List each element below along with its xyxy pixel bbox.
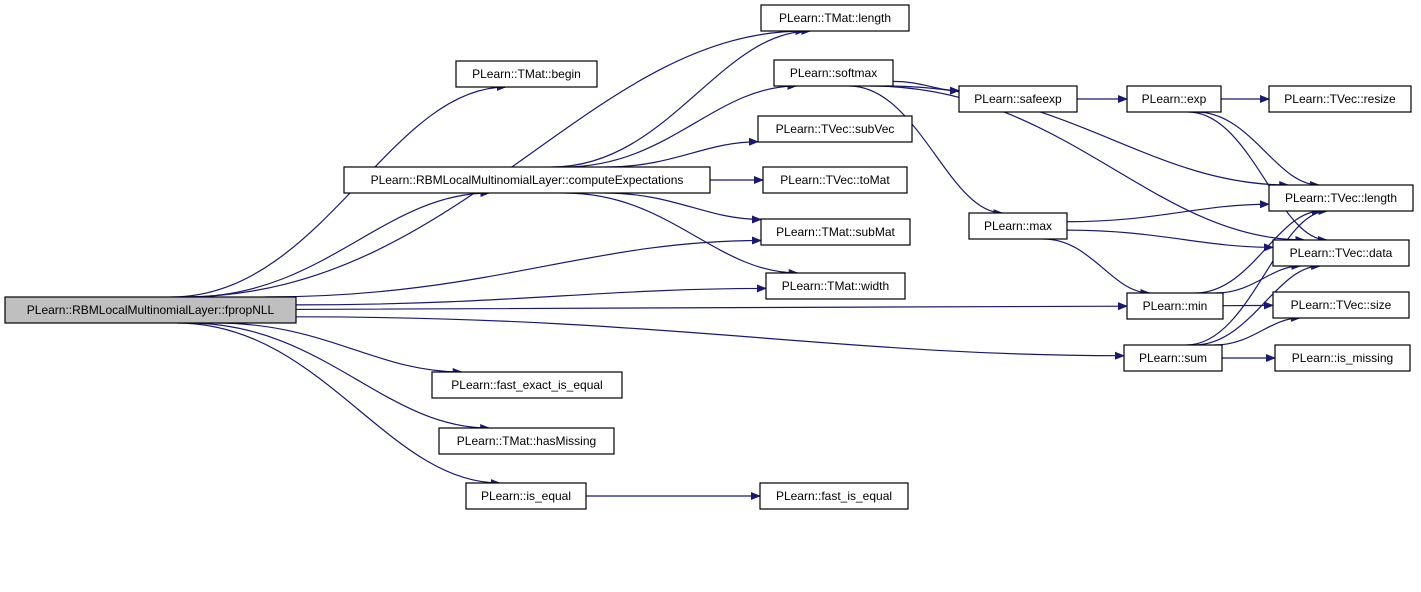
edge-max-to-tvec_data <box>1066 229 1274 252</box>
node-box <box>1126 292 1224 320</box>
edge-sum-to-tvec_length <box>1186 207 1329 346</box>
edge-softmax-to-max <box>849 85 1004 217</box>
node-label: PLearn::safeexp <box>974 92 1062 106</box>
edge-exp-to-tvec_data <box>1188 111 1328 244</box>
node-label: PLearn::TVec::resize <box>1284 92 1396 106</box>
node-is_equal[interactable]: PLearn::is_equal <box>465 482 587 510</box>
node-box <box>760 218 911 246</box>
edge-sum-to-tvec_size <box>1214 314 1301 346</box>
node-tvec_resize[interactable]: PLearn::TVec::resize <box>1268 85 1412 113</box>
node-label: PLearn::RBMLocalMultinomialLayer::comput… <box>371 173 684 187</box>
node-box <box>968 212 1068 240</box>
node-tmat_begin[interactable]: PLearn::TMat::begin <box>455 60 598 88</box>
edge-computeExpectations-to-tmat_length <box>551 27 812 168</box>
node-box <box>759 482 909 510</box>
edge-computeExpectations-to-tvec_subVec <box>605 137 759 168</box>
node-box <box>958 85 1078 113</box>
node-label: PLearn::TMat::hasMissing <box>457 434 596 448</box>
node-label: PLearn::TVec::data <box>1290 246 1393 260</box>
edge-fpropNLL-to-tmat_subMat <box>264 236 762 298</box>
node-min[interactable]: PLearn::min <box>1126 292 1224 320</box>
node-label: PLearn::max <box>984 219 1052 233</box>
edge-fpropNLL-to-fast_exact_is_equal <box>215 322 463 376</box>
node-box <box>1268 184 1414 212</box>
edge-softmax-to-tvec_length <box>886 85 1290 189</box>
node-label: PLearn::RBMLocalMultinomialLayer::fpropN… <box>27 303 275 317</box>
edge-computeExpectations-to-tmat_width <box>564 192 799 277</box>
node-box <box>1272 291 1410 319</box>
node-max[interactable]: PLearn::max <box>968 212 1068 240</box>
edge-fpropNLL-to-tmat_hasMissing <box>187 322 491 432</box>
node-softmax[interactable]: PLearn::softmax <box>773 59 894 87</box>
node-box <box>765 272 906 300</box>
node-box <box>757 115 913 143</box>
node-box <box>465 482 587 510</box>
node-tvec_toMat[interactable]: PLearn::TVec::toMat <box>762 166 908 194</box>
node-tmat_subMat[interactable]: PLearn::TMat::subMat <box>760 218 911 246</box>
edge-fpropNLL-to-computeExpectations <box>188 189 491 298</box>
node-label: PLearn::TVec::toMat <box>780 173 890 187</box>
node-box <box>1126 85 1222 113</box>
edge-computeExpectations-to-softmax <box>564 82 798 168</box>
node-box <box>1123 344 1223 372</box>
edge-fpropNLL-to-tmat_length <box>180 27 806 298</box>
node-label: PLearn::TVec::length <box>1285 191 1397 205</box>
node-box <box>1272 239 1410 267</box>
node-label: PLearn::TMat::length <box>779 11 891 25</box>
node-fast_is_equal[interactable]: PLearn::fast_is_equal <box>759 482 909 510</box>
node-label: PLearn::sum <box>1139 351 1207 365</box>
edge-fpropNLL-to-is_equal <box>176 322 501 487</box>
edge-exp-to-tvec_length <box>1195 111 1321 189</box>
edge-sum-to-tvec_data <box>1193 262 1322 346</box>
node-box <box>1268 85 1412 113</box>
edge-max-to-min <box>1043 238 1151 297</box>
node-computeExpectations[interactable]: PLearn::RBMLocalMultinomialLayer::comput… <box>343 166 711 194</box>
node-tmat_hasMissing[interactable]: PLearn::TMat::hasMissing <box>438 427 615 455</box>
node-tvec_length[interactable]: PLearn::TVec::length <box>1268 184 1414 212</box>
node-box <box>760 4 910 32</box>
node-sum[interactable]: PLearn::sum <box>1123 344 1223 372</box>
node-box <box>343 166 711 194</box>
edge-softmax-to-tvec_data <box>870 85 1306 244</box>
node-box <box>1274 344 1411 372</box>
node-tvec_data[interactable]: PLearn::TVec::data <box>1272 239 1410 267</box>
node-label: PLearn::is_missing <box>1292 351 1393 365</box>
edge-min-to-tvec_length <box>1194 207 1323 294</box>
node-tmat_width[interactable]: PLearn::TMat::width <box>765 272 906 300</box>
edge-fpropNLL-to-tmat_width <box>295 284 767 306</box>
node-label: PLearn::TVec::size <box>1291 298 1392 312</box>
node-label: PLearn::min <box>1143 299 1208 313</box>
node-box <box>773 59 894 87</box>
node-label: PLearn::fast_is_equal <box>776 489 892 503</box>
node-tvec_size[interactable]: PLearn::TVec::size <box>1272 291 1410 319</box>
node-label: PLearn::is_equal <box>481 489 571 503</box>
node-fast_exact_is_equal[interactable]: PLearn::fast_exact_is_equal <box>431 371 623 399</box>
node-box <box>455 60 598 88</box>
node-label: PLearn::TMat::begin <box>472 67 581 81</box>
node-tvec_subVec[interactable]: PLearn::TVec::subVec <box>757 115 913 143</box>
node-box <box>438 427 615 455</box>
node-exp[interactable]: PLearn::exp <box>1126 85 1222 113</box>
node-fpropNLL[interactable]: PLearn::RBMLocalMultinomialLayer::fpropN… <box>4 296 297 324</box>
edge-fpropNLL-to-sum <box>295 316 1125 360</box>
node-label: PLearn::softmax <box>790 66 877 80</box>
edge-fpropNLL-to-min <box>295 302 1128 311</box>
edges-layer <box>171 27 1329 500</box>
node-box <box>4 296 297 324</box>
node-is_missing[interactable]: PLearn::is_missing <box>1274 344 1411 372</box>
node-box <box>431 371 623 399</box>
node-label: PLearn::exp <box>1142 92 1207 106</box>
node-label: PLearn::TVec::subVec <box>776 122 895 136</box>
node-tmat_length[interactable]: PLearn::TMat::length <box>760 4 910 32</box>
node-label: PLearn::TMat::width <box>782 279 889 293</box>
node-label: PLearn::fast_exact_is_equal <box>451 378 602 392</box>
node-safeexp[interactable]: PLearn::safeexp <box>958 85 1078 113</box>
edge-computeExpectations-to-tmat_subMat <box>604 192 762 224</box>
nodes-layer: PLearn::RBMLocalMultinomialLayer::fpropN… <box>4 4 1414 510</box>
node-label: PLearn::TMat::subMat <box>776 225 895 239</box>
edge-max-to-tvec_length <box>1066 200 1270 223</box>
node-box <box>762 166 908 194</box>
